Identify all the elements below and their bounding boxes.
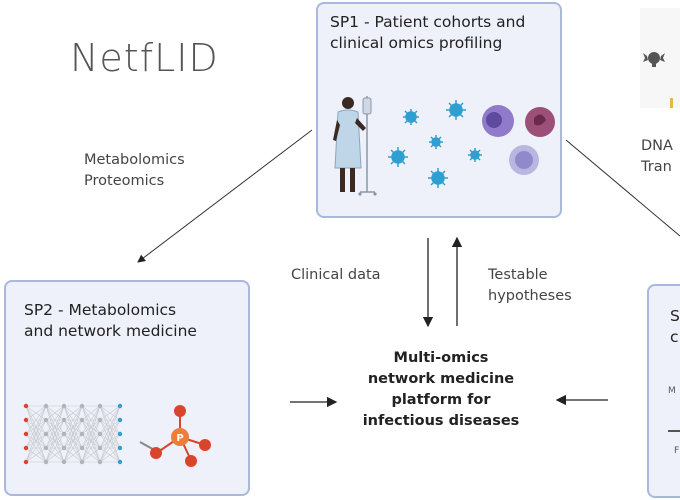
sp3-title-partial: S c bbox=[670, 307, 680, 346]
netflid-logo: NetfLID bbox=[70, 36, 219, 80]
platform-label: Multi-omics network medicine platform fo… bbox=[362, 350, 520, 429]
label-dna-trans: DNA Tran bbox=[641, 138, 673, 175]
sp2-title: SP2 - Metabolomics and network medicine bbox=[24, 301, 197, 340]
label-testable-hypotheses: Testable hypotheses bbox=[488, 267, 572, 304]
sp3-divider bbox=[668, 430, 680, 432]
label-clinical-data: Clinical data bbox=[291, 267, 381, 283]
eagle-emblem-icon bbox=[643, 52, 673, 108]
sp3-label-f: F bbox=[674, 446, 680, 456]
sp1-title: SP1 - Patient cohorts and clinical omics… bbox=[330, 13, 526, 52]
sp3-label-m: M bbox=[668, 386, 676, 396]
label-metabolomics-proteomics: Metabolomics Proteomics bbox=[84, 152, 185, 189]
sp3-box bbox=[647, 284, 680, 498]
partner-logo-image bbox=[640, 8, 680, 108]
